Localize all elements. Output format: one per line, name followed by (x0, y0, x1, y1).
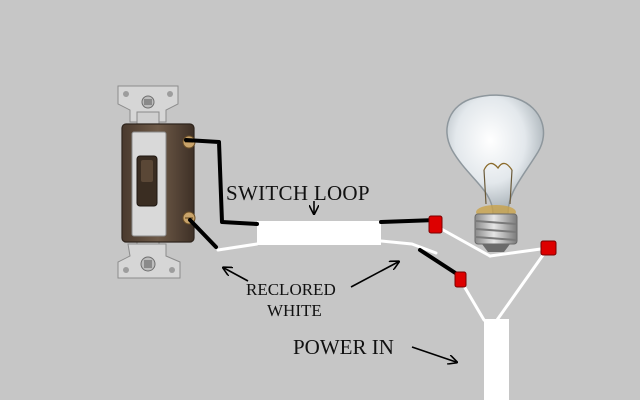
reclored-white-label-line1: RECLORED (246, 280, 336, 299)
reclored-white-label-line2: WHITE (267, 301, 322, 320)
arrows (224, 201, 456, 362)
cable-sheaths (216, 221, 550, 400)
switch-loop-label: SWITCH LOOP (226, 181, 370, 205)
connector-bulb (540, 240, 557, 256)
toggle-switch-icon (117, 85, 196, 279)
wire-nut-icon (428, 215, 557, 288)
arrow-icon (350, 262, 398, 288)
black-wires (184, 138, 462, 278)
arrow-icon (224, 268, 249, 282)
light-bulb-icon (446, 94, 545, 252)
power-in-label: POWER IN (293, 335, 394, 359)
connector-switch-loop (428, 215, 443, 234)
connector-power (454, 271, 467, 288)
arrow-icon (411, 346, 456, 362)
